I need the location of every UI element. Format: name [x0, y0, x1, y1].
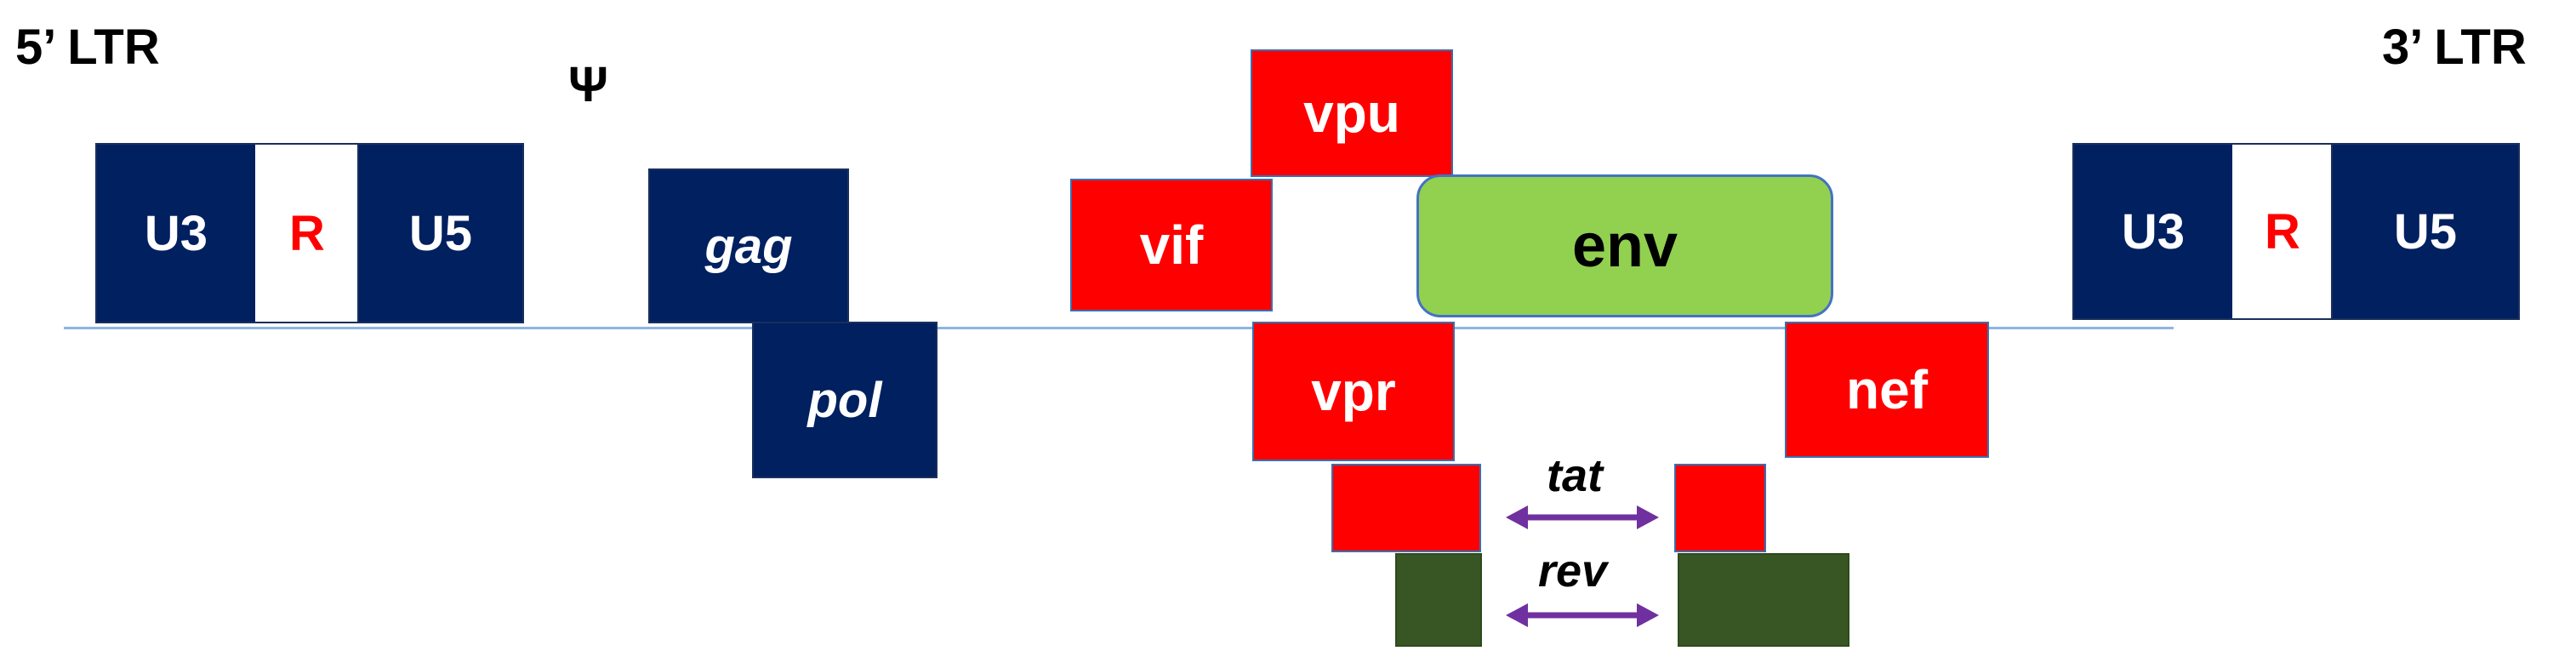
tat-label: tat [1547, 450, 1603, 501]
genome-baseline [64, 327, 2174, 329]
tat-splice-arrow [1506, 505, 1659, 529]
pol-gene: pol [752, 322, 938, 478]
rev-exon-1 [1395, 553, 1482, 647]
ltr5-u5: U5 [357, 143, 524, 323]
psi-packaging-signal: Ψ [568, 57, 608, 112]
ltr3-u3: U3 [2072, 143, 2234, 320]
env-gene: env [1416, 174, 1833, 317]
ltr5-r: R [255, 143, 359, 323]
ltr5-u3: U3 [95, 143, 257, 323]
rev-label: rev [1538, 545, 1608, 597]
rev-exon-2 [1678, 553, 1849, 647]
ltr5-title: 5’ LTR [15, 20, 160, 75]
tat-exon-1 [1331, 464, 1481, 552]
tat-exon-2 [1674, 464, 1766, 552]
ltr3-u5: U5 [2331, 143, 2520, 320]
ltr3-title: 3’ LTR [2382, 20, 2527, 75]
vpr-gene: vpr [1252, 322, 1455, 461]
vif-gene: vif [1070, 179, 1273, 311]
ltr3-r: R [2232, 143, 2333, 320]
gag-gene: gag [648, 168, 849, 323]
rev-splice-arrow [1506, 603, 1659, 627]
nef-gene: nef [1785, 322, 1989, 458]
vpu-gene: vpu [1251, 49, 1453, 177]
